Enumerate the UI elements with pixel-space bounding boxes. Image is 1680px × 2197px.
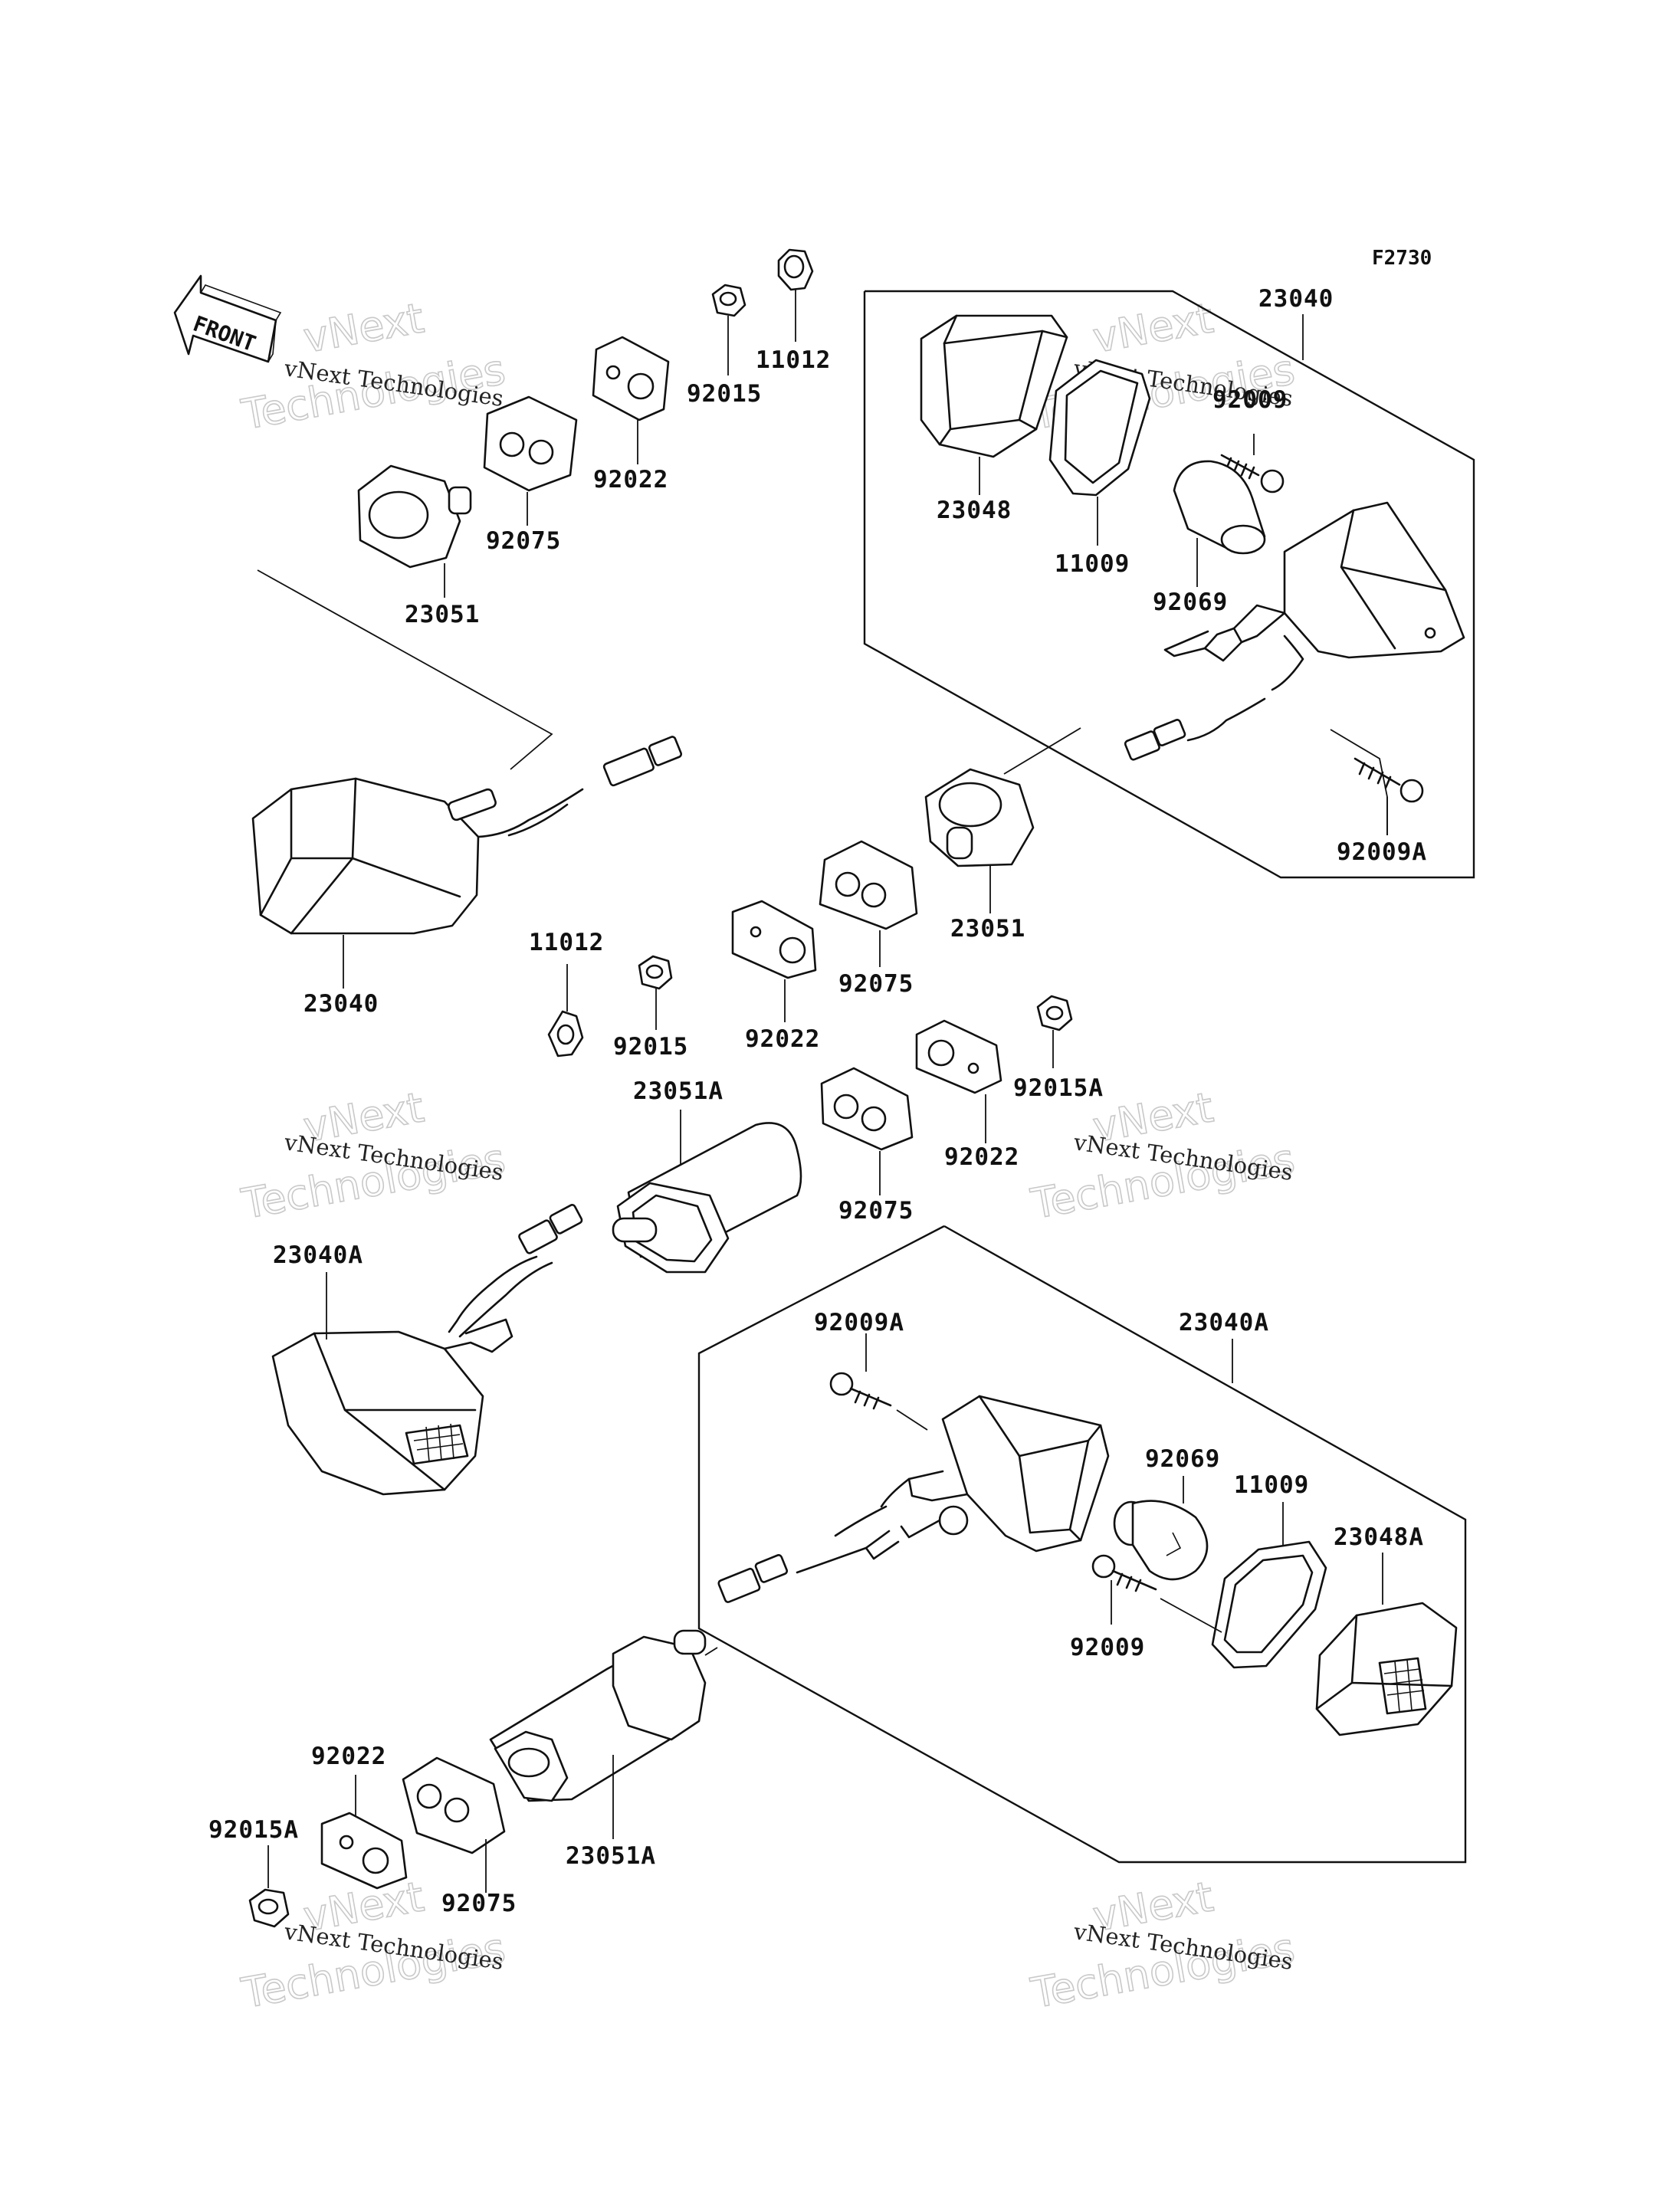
label-92022-top: 92022 xyxy=(593,466,668,494)
part-23040A-right xyxy=(717,1395,1110,1603)
part-92069-top xyxy=(1173,460,1266,587)
part-92015-mid xyxy=(638,955,673,1030)
label-92015-mid: 92015 xyxy=(613,1033,688,1061)
label-92075-mid: 92075 xyxy=(838,970,914,998)
part-92009-bottom xyxy=(1091,1554,1157,1625)
label-23040-left: 23040 xyxy=(304,990,379,1018)
label-92022-bottom: 92022 xyxy=(311,1743,386,1770)
label-92069-bottom: 92069 xyxy=(1145,1445,1220,1473)
label-92015-top: 92015 xyxy=(687,380,762,408)
part-92022-mid xyxy=(731,900,817,1022)
label-23051A-bottom: 23051A xyxy=(566,1842,656,1870)
front-arrow-icon: FRONT xyxy=(173,274,282,363)
label-11012-top: 11012 xyxy=(756,346,831,374)
part-92069-bottom xyxy=(1113,1476,1209,1581)
label-92009-top: 92009 xyxy=(1212,386,1288,414)
label-23048A: 23048A xyxy=(1334,1523,1424,1551)
figure-code: F2730 xyxy=(1372,247,1432,270)
label-11009-bottom: 11009 xyxy=(1234,1471,1309,1499)
label-23048: 23048 xyxy=(937,497,1012,524)
assembly-frame-bottom-right xyxy=(697,1225,1467,1864)
part-92075-mid2 xyxy=(820,1067,914,1195)
label-92022-mid: 92022 xyxy=(745,1025,820,1053)
label-23051-left: 23051 xyxy=(405,601,480,628)
part-92022-mid2 xyxy=(915,1019,1002,1143)
part-92015A-mid xyxy=(1036,995,1073,1068)
label-92009A-top: 92009A xyxy=(1337,838,1427,866)
label-23051-right: 23051 xyxy=(950,915,1025,943)
part-92015A-bottom xyxy=(248,1845,290,1928)
part-23051-right xyxy=(924,727,1081,913)
part-92009A-bottom xyxy=(829,1333,928,1431)
part-23040-right xyxy=(1124,501,1465,761)
label-92075-bottom: 92075 xyxy=(441,1890,517,1917)
label-23040-top: 23040 xyxy=(1258,285,1334,313)
watermark-big-line1: vNext xyxy=(300,293,427,362)
part-23048A xyxy=(1315,1553,1458,1736)
part-11012-top xyxy=(777,248,814,342)
watermark-big-line1: vNext xyxy=(1089,293,1216,362)
part-23048 xyxy=(920,314,1068,495)
label-92015A-bottom: 92015A xyxy=(208,1816,299,1844)
part-92075-bottom xyxy=(402,1756,506,1893)
watermark-bottom-right: vNext Technologies vNext Technologies xyxy=(1027,1872,1299,2018)
label-11009-top: 11009 xyxy=(1055,550,1130,578)
part-92009-top xyxy=(1220,434,1285,494)
label-92015A-mid: 92015A xyxy=(1013,1074,1104,1102)
watermark-mid-right: vNext Technologies vNext Technologies xyxy=(1027,1083,1299,1229)
label-23051A-mid: 23051A xyxy=(633,1077,724,1105)
label-23040A-right: 23040A xyxy=(1179,1309,1269,1336)
label-92075-mid2: 92075 xyxy=(838,1197,914,1225)
part-23051-left xyxy=(357,464,472,598)
part-23051A-bottom xyxy=(489,1629,718,1839)
label-92022-mid2: 92022 xyxy=(944,1143,1019,1171)
leader-23051-to-light xyxy=(257,569,553,770)
part-11012-mid xyxy=(547,964,584,1058)
label-11012-mid: 11012 xyxy=(529,929,604,956)
label-92069-top: 92069 xyxy=(1153,589,1228,616)
part-92022-bottom xyxy=(320,1775,408,1890)
part-11009-top xyxy=(1048,359,1151,546)
label-92075-top: 92075 xyxy=(486,527,561,555)
part-23040-left xyxy=(251,736,683,989)
part-92009A-top xyxy=(1330,729,1424,835)
part-92022-top xyxy=(592,336,670,464)
part-23040A-left xyxy=(271,1204,583,1496)
part-92015-top xyxy=(711,284,746,375)
part-23051A-mid xyxy=(612,1110,802,1274)
label-92009-bottom: 92009 xyxy=(1070,1634,1145,1661)
watermark-mid-left: vNext Technologies vNext Technologies xyxy=(238,1083,510,1229)
part-92075-top xyxy=(483,395,578,526)
label-92009A-bottom: 92009A xyxy=(814,1309,904,1336)
part-92075-mid xyxy=(819,840,918,967)
label-23040A-left: 23040A xyxy=(273,1241,363,1269)
assembly-frame-top-right xyxy=(863,290,1475,879)
part-11009-bottom xyxy=(1160,1502,1327,1669)
